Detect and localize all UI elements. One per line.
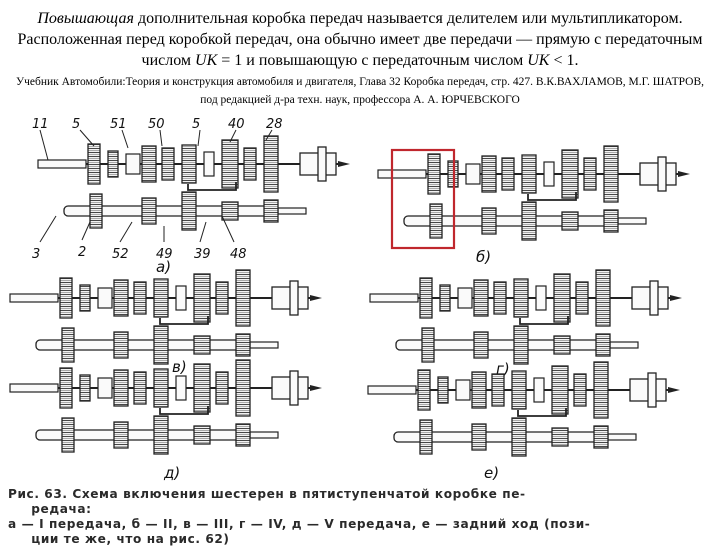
- subfigure-g: г): [369, 269, 683, 378]
- subfigure-label-a: а): [156, 258, 171, 276]
- intro-paragraph: Повышающая дополнительная коробка переда…: [8, 8, 712, 71]
- caption-line-2: редача:: [31, 501, 92, 516]
- subfigure-e: е): [367, 361, 681, 482]
- part-labels-bottom: [39, 215, 235, 243]
- subfigure-a: 11 5 51 50 5 40 28 3 2 52 49 39 48 а): [32, 117, 351, 276]
- subfigure-label-v: в): [172, 358, 187, 376]
- part-label-50: 50: [148, 117, 165, 132]
- part-label-11: 11: [32, 117, 49, 132]
- subfigure-label-e: е): [484, 464, 499, 482]
- uk-symbol-1: UK: [195, 52, 218, 69]
- part-label-49: 49: [156, 247, 173, 262]
- part-label-52: 52: [112, 247, 129, 262]
- part-label-40: 40: [228, 117, 245, 132]
- intro-text-3: < 1.: [549, 52, 579, 69]
- gearbox-diagram: 11 5 51 50 5 40 28 3 2 52 49 39 48 а) б)…: [9, 117, 691, 482]
- part-label-48: 48: [230, 247, 247, 262]
- figure-caption: Рис. 63. Схема включения шестерен в пяти…: [8, 486, 695, 546]
- source-citation: Учебник Автомобили:Теория и конструкция …: [15, 76, 705, 106]
- part-label-2: 2: [78, 245, 86, 260]
- uk-symbol-2: UK: [527, 52, 550, 69]
- part-labels-top: [39, 129, 273, 161]
- divider-highlight-box: [390, 148, 456, 250]
- subfigure-d: д): [9, 359, 323, 482]
- part-label-28: 28: [266, 117, 283, 132]
- subfigure-v: в): [9, 269, 323, 376]
- subfigure-b: б): [377, 145, 691, 266]
- part-label-51: 51: [110, 117, 127, 132]
- subfigure-label-d: д): [163, 464, 180, 482]
- part-label-3: 3: [32, 247, 40, 262]
- header: Повышающая дополнительная коробка переда…: [8, 8, 712, 109]
- part-label-5b: 5: [192, 117, 200, 132]
- caption-line-3: а — I передача, б — II, в — III, г — IV,…: [8, 516, 591, 531]
- intro-term: Повышающая: [37, 10, 134, 27]
- part-label-5: 5: [72, 117, 80, 132]
- intro-text-1: дополнительная коробка передач называетс…: [17, 10, 703, 69]
- intro-text-2: = 1 и повышающую с передаточным числом: [217, 52, 528, 69]
- part-label-39: 39: [194, 247, 211, 262]
- subfigure-label-b: б): [476, 248, 491, 266]
- caption-line-4: ции те же, что на рис. 62): [31, 531, 230, 546]
- caption-line-1: Рис. 63. Схема включения шестерен в пяти…: [8, 486, 526, 501]
